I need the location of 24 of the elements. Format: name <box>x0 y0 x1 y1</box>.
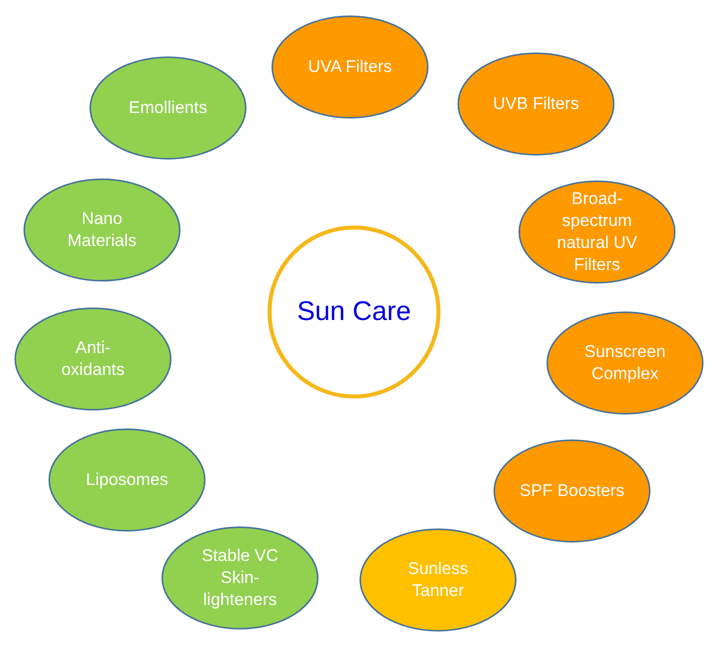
topic-label: Stable VC Skin-lighteners <box>200 544 280 612</box>
central-circle <box>267 225 441 399</box>
topic-ellipse <box>14 307 172 411</box>
topic-ellipse <box>23 178 181 282</box>
topic-ellipse <box>48 428 206 532</box>
topic-label: UVB Filters <box>493 92 579 115</box>
topic-ellipse <box>161 526 319 630</box>
topic-label: SPF Boosters <box>520 480 624 502</box>
topic-label: Sunscreen Complex <box>583 340 667 385</box>
topic-ellipse <box>271 15 429 119</box>
topic-ellipse <box>359 528 517 632</box>
topic-ellipse <box>546 311 704 415</box>
topic-label: Emollients <box>128 96 208 119</box>
topic-label: Broad-spectrum natural UV Filters <box>556 188 638 276</box>
topic-label: Anti-oxidants <box>60 336 126 381</box>
topic-label: Nano Materials <box>66 208 138 252</box>
topic-ellipse <box>518 180 676 284</box>
topic-label: Sunless Tanner <box>406 558 470 602</box>
topic-ellipse <box>493 439 651 543</box>
topic-ellipse <box>457 52 615 156</box>
topic-ellipse <box>89 56 247 160</box>
hub-label: Sun Care <box>296 295 412 328</box>
topic-label: UVA Filters <box>308 56 392 78</box>
topic-label: Liposomes <box>86 468 168 491</box>
